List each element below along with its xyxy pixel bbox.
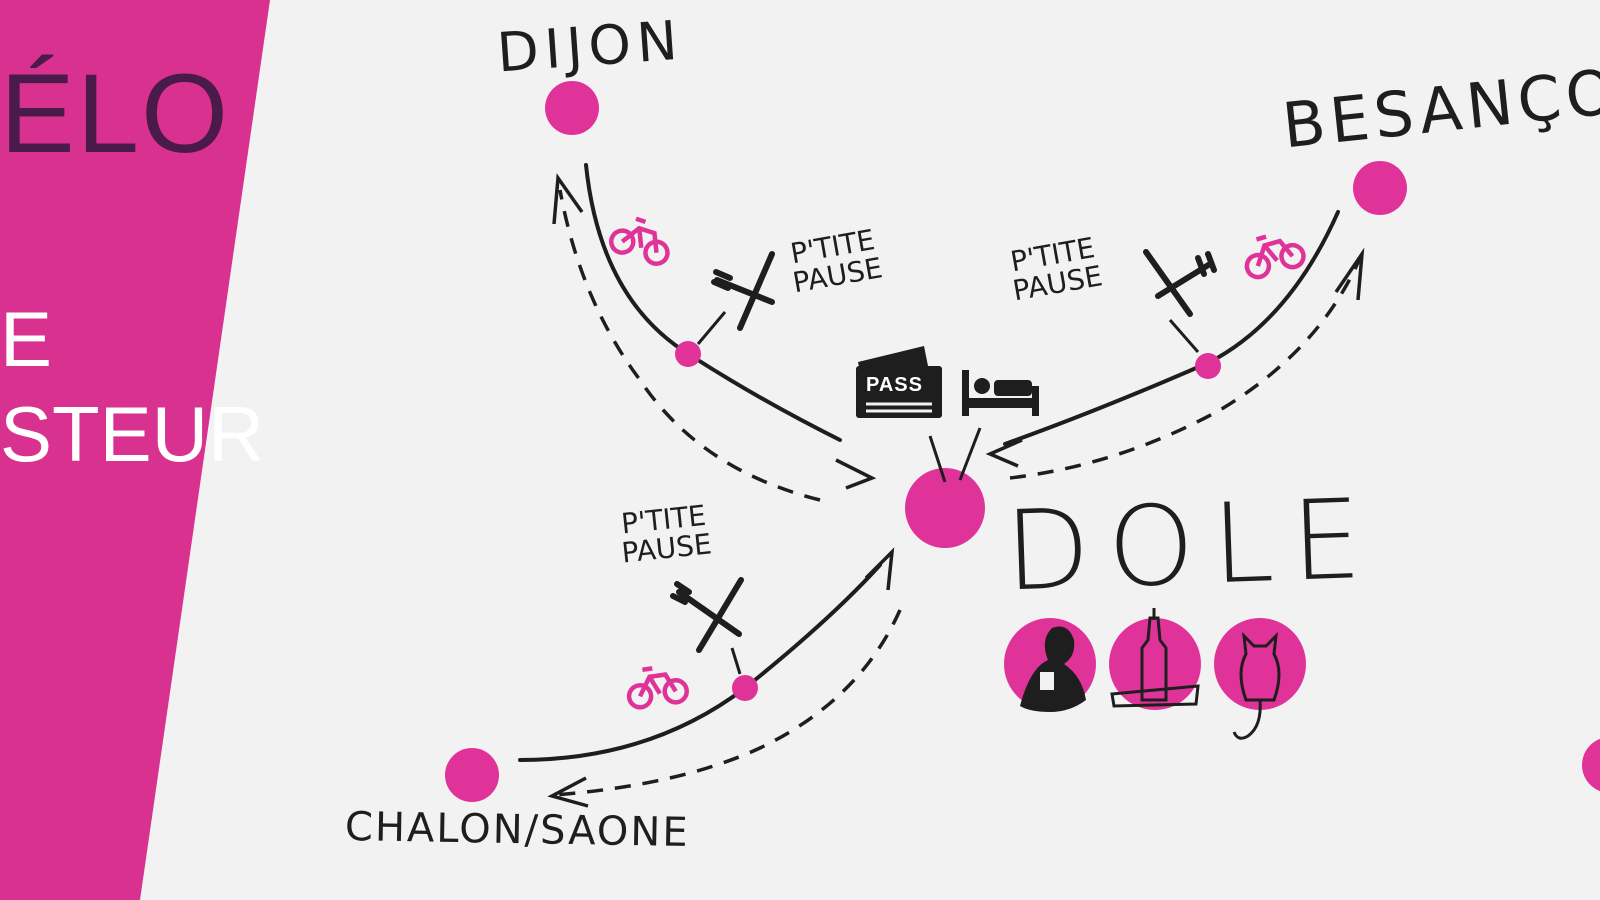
pause-dot-2 bbox=[1195, 353, 1221, 379]
city-dot-offscreen bbox=[1582, 738, 1600, 792]
city-dot-chalon bbox=[445, 748, 499, 802]
city-dot-dijon bbox=[545, 81, 599, 135]
pass-ticket-icon bbox=[856, 346, 942, 418]
fork-knife-icon bbox=[711, 251, 775, 331]
city-dot-dole bbox=[905, 468, 985, 548]
city-label-dijon: DIJON bbox=[494, 8, 686, 85]
arrow-head-besancon bbox=[1334, 247, 1365, 301]
city-label-chalon: CHALON/SAONE bbox=[344, 803, 690, 857]
arrow-head-chalon bbox=[547, 776, 589, 808]
portrait-icon bbox=[1004, 618, 1096, 712]
route-chalon-dole bbox=[518, 563, 882, 762]
pause-pointer-1 bbox=[696, 311, 727, 345]
city-label-dole: DOLE bbox=[1002, 474, 1382, 616]
dashed-route-dijon bbox=[558, 189, 821, 502]
dole-pointer-pass bbox=[928, 435, 947, 483]
fork-knife-icon bbox=[670, 577, 744, 653]
dole-pointer-bed bbox=[958, 427, 982, 481]
cat-icon bbox=[1214, 618, 1306, 740]
side-line2: STEUR bbox=[0, 390, 265, 478]
pass-label: PASS bbox=[866, 374, 923, 396]
arrow-head-dijon bbox=[552, 173, 584, 225]
church-icon bbox=[1109, 608, 1201, 710]
fork-knife-icon bbox=[1143, 249, 1217, 317]
bicycle-icon bbox=[626, 666, 689, 710]
dashed-route-chalon bbox=[554, 609, 902, 797]
pause-dot-1 bbox=[675, 341, 701, 367]
arrow-head-dole-left bbox=[835, 458, 877, 490]
bicycle-icon bbox=[608, 216, 670, 266]
pause-label-3: P'TITE PAUSE bbox=[617, 499, 714, 570]
dashed-route-besancon bbox=[1009, 257, 1362, 480]
city-dot-besancon bbox=[1353, 161, 1407, 215]
side-panel bbox=[0, 0, 270, 900]
pause-pointer-3 bbox=[730, 647, 742, 675]
side-line1: E bbox=[0, 295, 53, 383]
pause-pointer-2 bbox=[1168, 319, 1200, 353]
bed-icon bbox=[962, 370, 1039, 416]
arrow-head-dole-right bbox=[985, 438, 1023, 468]
pause-dot-3 bbox=[732, 675, 758, 701]
bicycle-icon bbox=[1244, 234, 1306, 280]
arrow-head-dole-bottom bbox=[864, 547, 895, 591]
route-dijon-dole bbox=[584, 163, 842, 442]
side-title: ÉLO bbox=[0, 51, 231, 176]
